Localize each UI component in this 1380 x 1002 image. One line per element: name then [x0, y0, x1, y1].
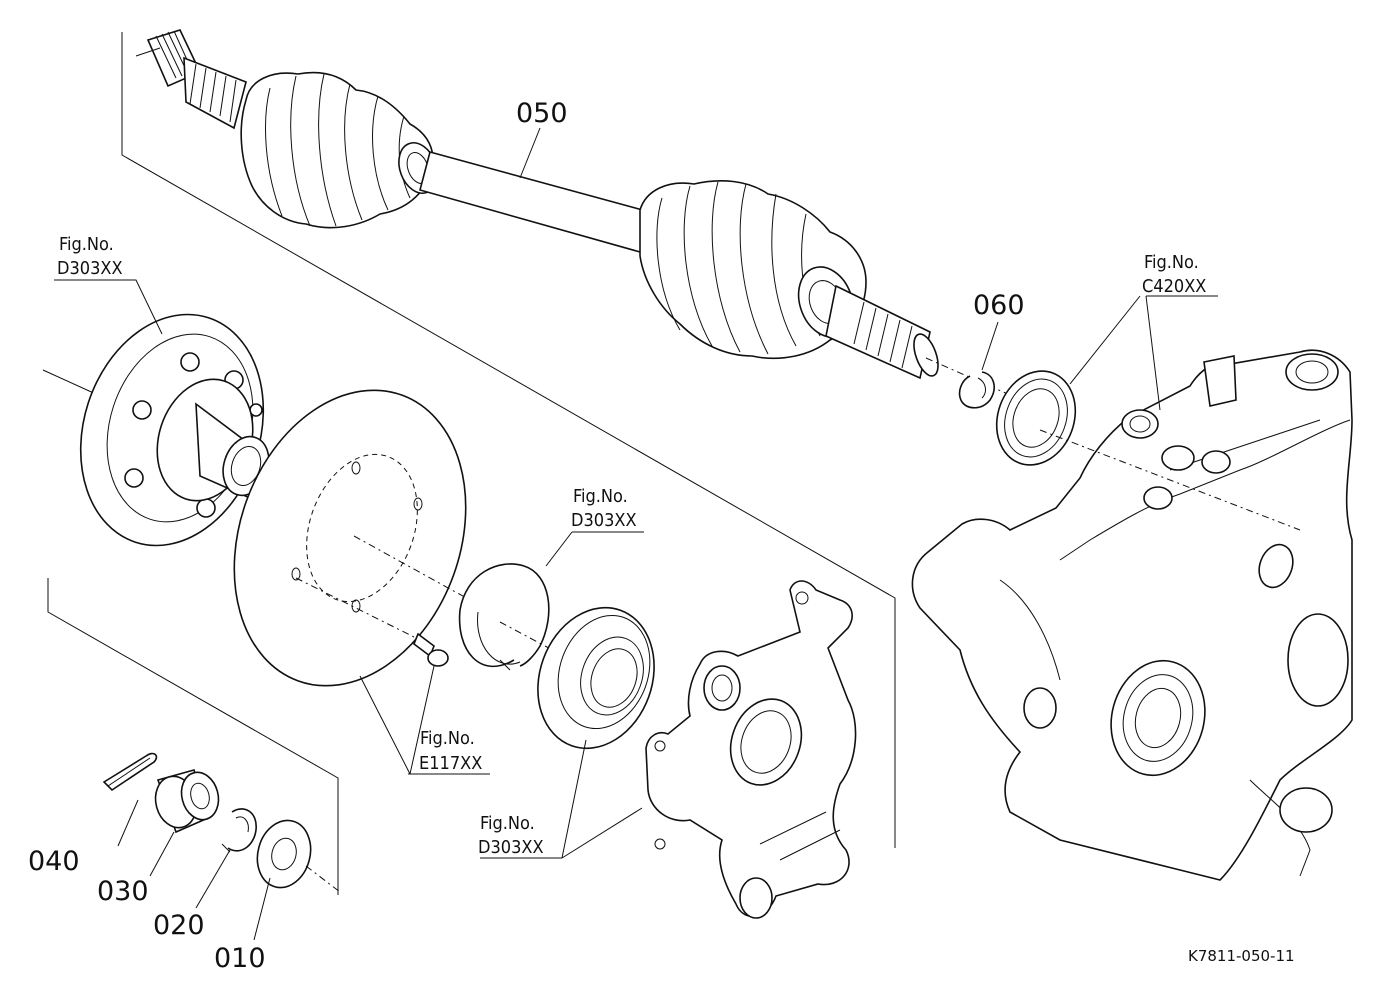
- part-number-030: 030: [97, 876, 149, 907]
- assembly-frame-lines: [42, 32, 896, 895]
- part-number-040: 040: [28, 846, 80, 877]
- circlip: [458, 563, 561, 671]
- figure-references: Fig.No. D303XX Fig.No. C420XX Fig.No. D3…: [57, 234, 1206, 858]
- oil-seal-ring: [995, 370, 1077, 466]
- bearing: [537, 606, 655, 750]
- wheel-hub: [79, 313, 274, 547]
- fig-ref-code: D303XX: [571, 510, 637, 531]
- fig-ref-code: C420XX: [1142, 276, 1206, 297]
- fig-ref-hub: Fig.No. D303XX: [57, 234, 123, 279]
- castle-nut-030: [154, 769, 220, 834]
- fig-ref-prefix: Fig.No.: [59, 234, 114, 255]
- bolt: [413, 632, 449, 667]
- brake-disc: [233, 389, 471, 687]
- part-number-060: 060: [973, 290, 1025, 321]
- fig-ref-disc: Fig.No. E117XX: [419, 728, 482, 774]
- fig-ref-code: D303XX: [57, 258, 123, 279]
- fig-ref-prefix: Fig.No.: [573, 486, 628, 507]
- fig-ref-code: E117XX: [419, 753, 482, 774]
- part-numbers: 050 060 040 030 020 010: [28, 98, 1025, 974]
- drive-shaft-050: [135, 29, 1011, 396]
- fig-ref-prefix: Fig.No.: [480, 813, 535, 834]
- fig-ref-bearing: Fig.No. D303XX: [478, 813, 544, 858]
- fig-ref-code: D303XX: [478, 837, 544, 858]
- axle-housing: [911, 349, 1353, 881]
- part-number-010: 010: [214, 943, 266, 974]
- leader-lines: [54, 127, 1218, 941]
- spring-washer-020: [221, 808, 257, 853]
- fig-ref-prefix: Fig.No.: [420, 728, 475, 749]
- part-number-050: 050: [516, 98, 568, 129]
- flat-washer-010: [256, 819, 341, 893]
- fig-ref-prefix: Fig.No.: [1144, 252, 1199, 273]
- snap-ring-060: [958, 371, 995, 409]
- fig-ref-circlip: Fig.No. D303XX: [571, 486, 637, 531]
- part-number-020: 020: [153, 910, 205, 941]
- cotter-pin-040: [102, 752, 158, 792]
- steering-knuckle: [645, 580, 857, 919]
- fig-ref-housing: Fig.No. C420XX: [1142, 252, 1206, 297]
- drawing-code: K7811-050-11: [1188, 947, 1295, 965]
